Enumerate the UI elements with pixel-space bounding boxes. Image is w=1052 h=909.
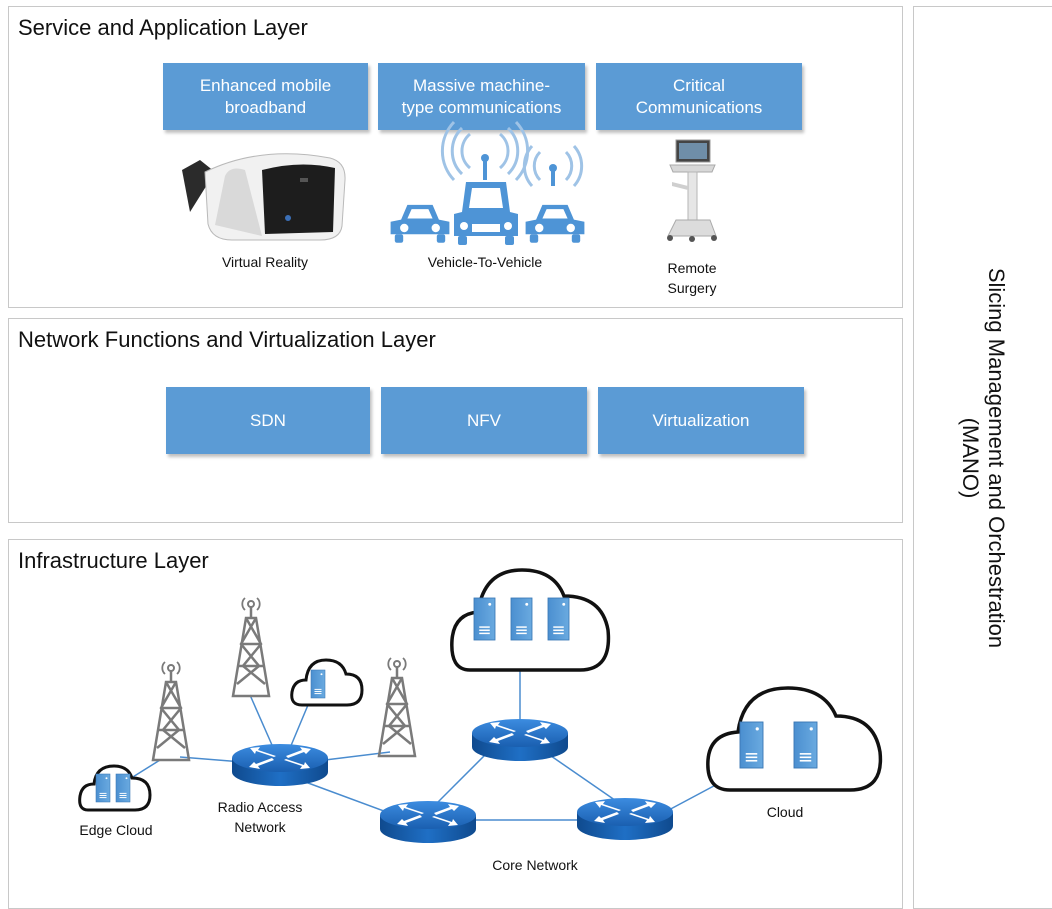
router-icon-ran [232,744,328,786]
tower-icon-1 [151,660,191,762]
small-cloud-icon [290,658,364,707]
network-layer-title: Network Functions and Virtualization Lay… [18,327,436,352]
router-icon-core-right [577,798,673,840]
sdn-box: SDN [166,387,370,454]
core-network-label: Core Network [492,857,578,873]
mano-panel: Slicing Management and Orchestration (MA… [913,6,1052,909]
remote-cloud-icon [706,686,883,792]
remote-surgery-cart-icon [667,139,717,242]
edge-cloud-label: Edge Cloud [79,822,153,838]
edge-cloud-icon [78,764,152,812]
mmtc-box: Massive machine-type communications [378,63,585,130]
service-layer-panel: Service and Application Layer [8,6,903,308]
vr-headset-icon [182,153,346,241]
v2v-caption: Vehicle-To-Vehicle [427,254,543,270]
nfv-box: NFV [381,387,587,454]
infrastructure-layer-title: Infrastructure Layer [18,548,209,573]
tower-icon-3 [377,656,417,758]
cloud-label: Cloud [766,804,804,820]
service-layer-title: Service and Application Layer [18,15,308,40]
core-cloud-icon [450,568,611,672]
router-icon-core-top [472,719,568,761]
surgery-caption: Remote Surgery [667,260,717,296]
tower-icon-2 [231,596,271,698]
vehicle-to-vehicle-icon [390,120,585,245]
vr-caption: Virtual Reality [221,254,309,270]
ran-label: Radio Access Network [217,799,303,835]
virtualization-box: Virtualization [598,387,804,454]
router-icon-core-left [380,801,476,843]
